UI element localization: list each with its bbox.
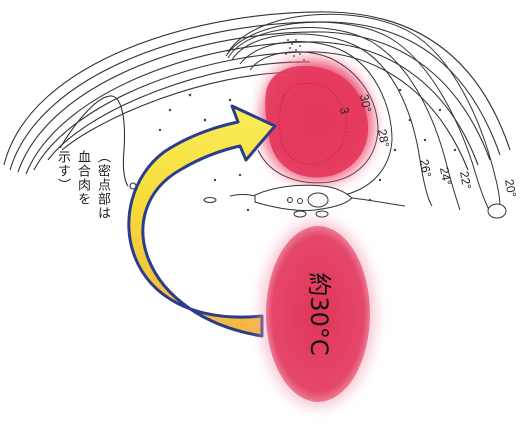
contour-label-28: 28° <box>375 128 392 148</box>
side-note-line-1: （密点部は <box>96 150 109 220</box>
vertebra <box>204 185 405 217</box>
contour-label-22: 22° <box>457 170 474 190</box>
contour-label-20: 20° <box>502 178 519 198</box>
contour-label-24: 24° <box>437 166 454 186</box>
side-note-line-3: 示す） <box>56 150 69 192</box>
tail-end <box>488 204 506 218</box>
pointer-arrow <box>129 106 275 336</box>
hot-zone <box>259 56 377 185</box>
temperature-callout: 約30°C <box>260 220 376 408</box>
callout-label: 約30°C <box>305 272 333 355</box>
contour-label-26: 26° <box>417 158 434 178</box>
arrow-body <box>129 106 275 336</box>
side-note-line-2: 血合肉を <box>76 150 89 206</box>
